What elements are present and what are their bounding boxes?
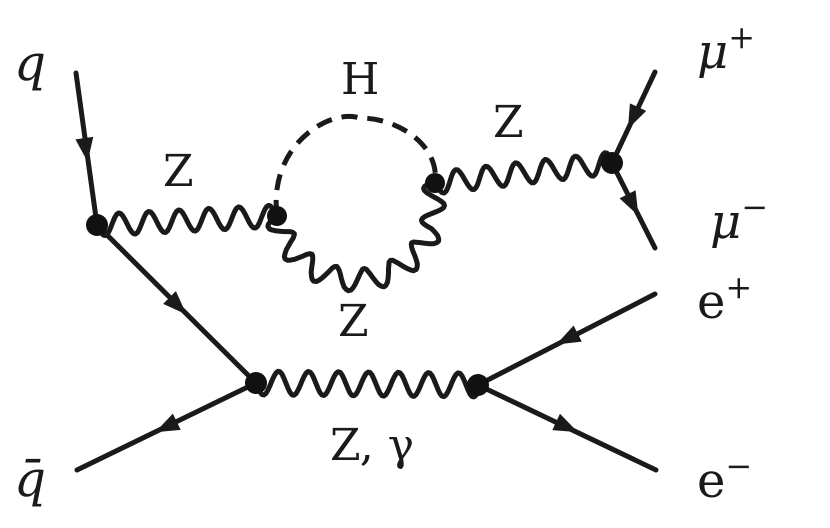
arrow-e-plus-icon xyxy=(556,325,582,345)
label-z-left: Z xyxy=(163,146,194,197)
arrow-q-icon xyxy=(75,136,94,162)
arrow-mu-minus-icon xyxy=(619,190,639,216)
higgs-propagator xyxy=(273,114,438,217)
label-z-right: Z xyxy=(493,97,524,148)
label-e-minus: e− xyxy=(697,447,752,509)
arrow-q-internal-icon xyxy=(163,291,187,315)
vertex-Zmumu xyxy=(601,152,623,174)
vertex-Zgamma-ee xyxy=(467,374,489,396)
label-qbar: q̄ xyxy=(14,450,46,508)
label-mu-plus: μ+ xyxy=(697,18,755,80)
label-z-loop: Z xyxy=(338,296,369,347)
z-boson-propagator-left xyxy=(94,202,280,238)
arrow-e-minus-icon xyxy=(552,413,578,433)
label-z-gamma: Z, γ xyxy=(330,420,414,471)
z-gamma-propagator xyxy=(253,368,481,400)
vertex-ZZH-right xyxy=(425,173,445,193)
vertex-qqZ xyxy=(86,214,108,236)
z-boson-propagator-right xyxy=(432,150,614,196)
vertex-qqZgamma xyxy=(245,372,267,394)
label-higgs: H xyxy=(341,54,379,105)
label-mu-minus: μ− xyxy=(710,188,768,250)
vertex-ZZH-left xyxy=(267,206,287,226)
label-q: q xyxy=(14,34,46,92)
arrow-qbar-icon xyxy=(155,413,181,433)
arrow-mu-plus-icon xyxy=(627,103,647,129)
label-e-plus: e+ xyxy=(697,268,752,330)
z-boson-propagator-loop xyxy=(265,180,447,294)
